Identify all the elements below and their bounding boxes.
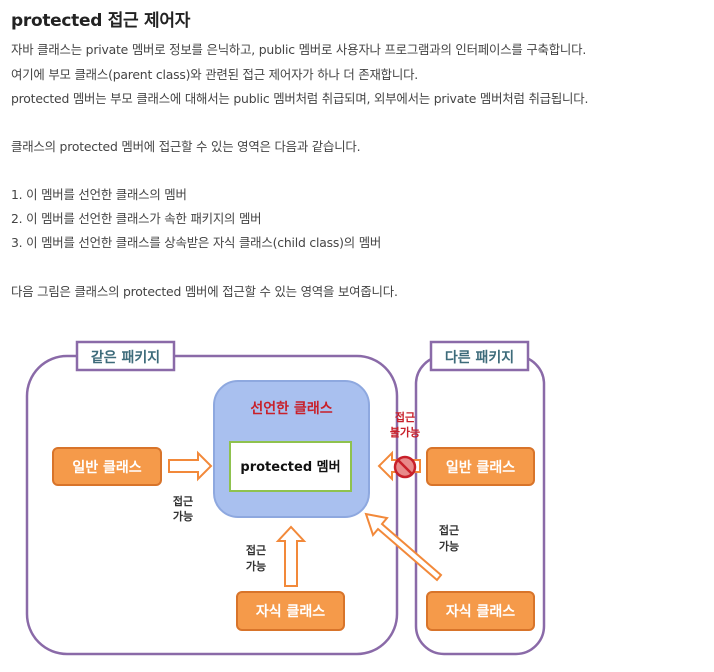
other-package-label-box (429, 340, 530, 372)
figure-intro: 다음 그림은 클래스의 protected 멤버에 접근할 수 있는 영역을 보… (11, 284, 398, 299)
child-class-same-box (236, 591, 345, 631)
list-item-2: 2. 이 멤버를 선언한 클래스가 속한 패키지의 멤버 (11, 211, 262, 226)
general-class-same-label: 일반 클래스 (72, 459, 141, 476)
list-item-3: 3. 이 멤버를 선언한 클래스를 상속받은 자식 클래스(child clas… (11, 235, 382, 250)
page-title: protected 접근 제어자 (11, 11, 191, 31)
intro-line-2: 여기에 부모 클래스(parent class)와 관련된 접근 제어자가 하나… (11, 67, 419, 82)
scope-intro: 클래스의 protected 멤버에 접근할 수 있는 영역은 다음과 같습니다… (11, 139, 361, 154)
intro-line-3: protected 멤버는 부모 클래스에 대해서는 public 멤버처럼 취… (11, 91, 589, 106)
no-entry-icon (393, 455, 417, 479)
list-item-1: 1. 이 멤버를 선언한 클래스의 멤버 (11, 187, 187, 202)
same-package-label-box (75, 340, 176, 372)
arrow-child-up (275, 525, 307, 587)
no-access-label-2: 불가능 (390, 425, 420, 439)
child-class-other-box (426, 591, 535, 631)
other-package-label: 다른 패키지 (445, 350, 514, 366)
child-class-other-label: 자식 클래스 (446, 604, 515, 620)
general-class-other-box (426, 447, 535, 486)
general-class-other-label: 일반 클래스 (446, 459, 515, 476)
access-label-left-1: 접근 (173, 495, 193, 508)
access-label-right-2: 가능 (439, 539, 459, 553)
same-package-label: 같은 패키지 (91, 349, 160, 366)
protected-member-box (229, 441, 352, 492)
declaring-class-label: 선언한 클래스 (250, 400, 332, 417)
access-label-bottom-1: 접근 (246, 544, 266, 557)
child-class-same-label: 자식 클래스 (256, 604, 325, 620)
access-label-bottom-2: 가능 (246, 559, 266, 573)
access-label-left-2: 가능 (173, 509, 193, 523)
protected-member-label: protected 멤버 (240, 459, 340, 475)
access-label-right-1: 접근 (439, 524, 459, 537)
general-class-same-box (52, 447, 162, 486)
arrow-general-to-member (168, 450, 213, 482)
intro-line-1: 자바 클래스는 private 멤버로 정보를 은닉하고, public 멤버로… (11, 42, 587, 57)
arrow-other-child-diagonal (364, 512, 443, 582)
no-access-label-1: 접근 (395, 411, 415, 424)
